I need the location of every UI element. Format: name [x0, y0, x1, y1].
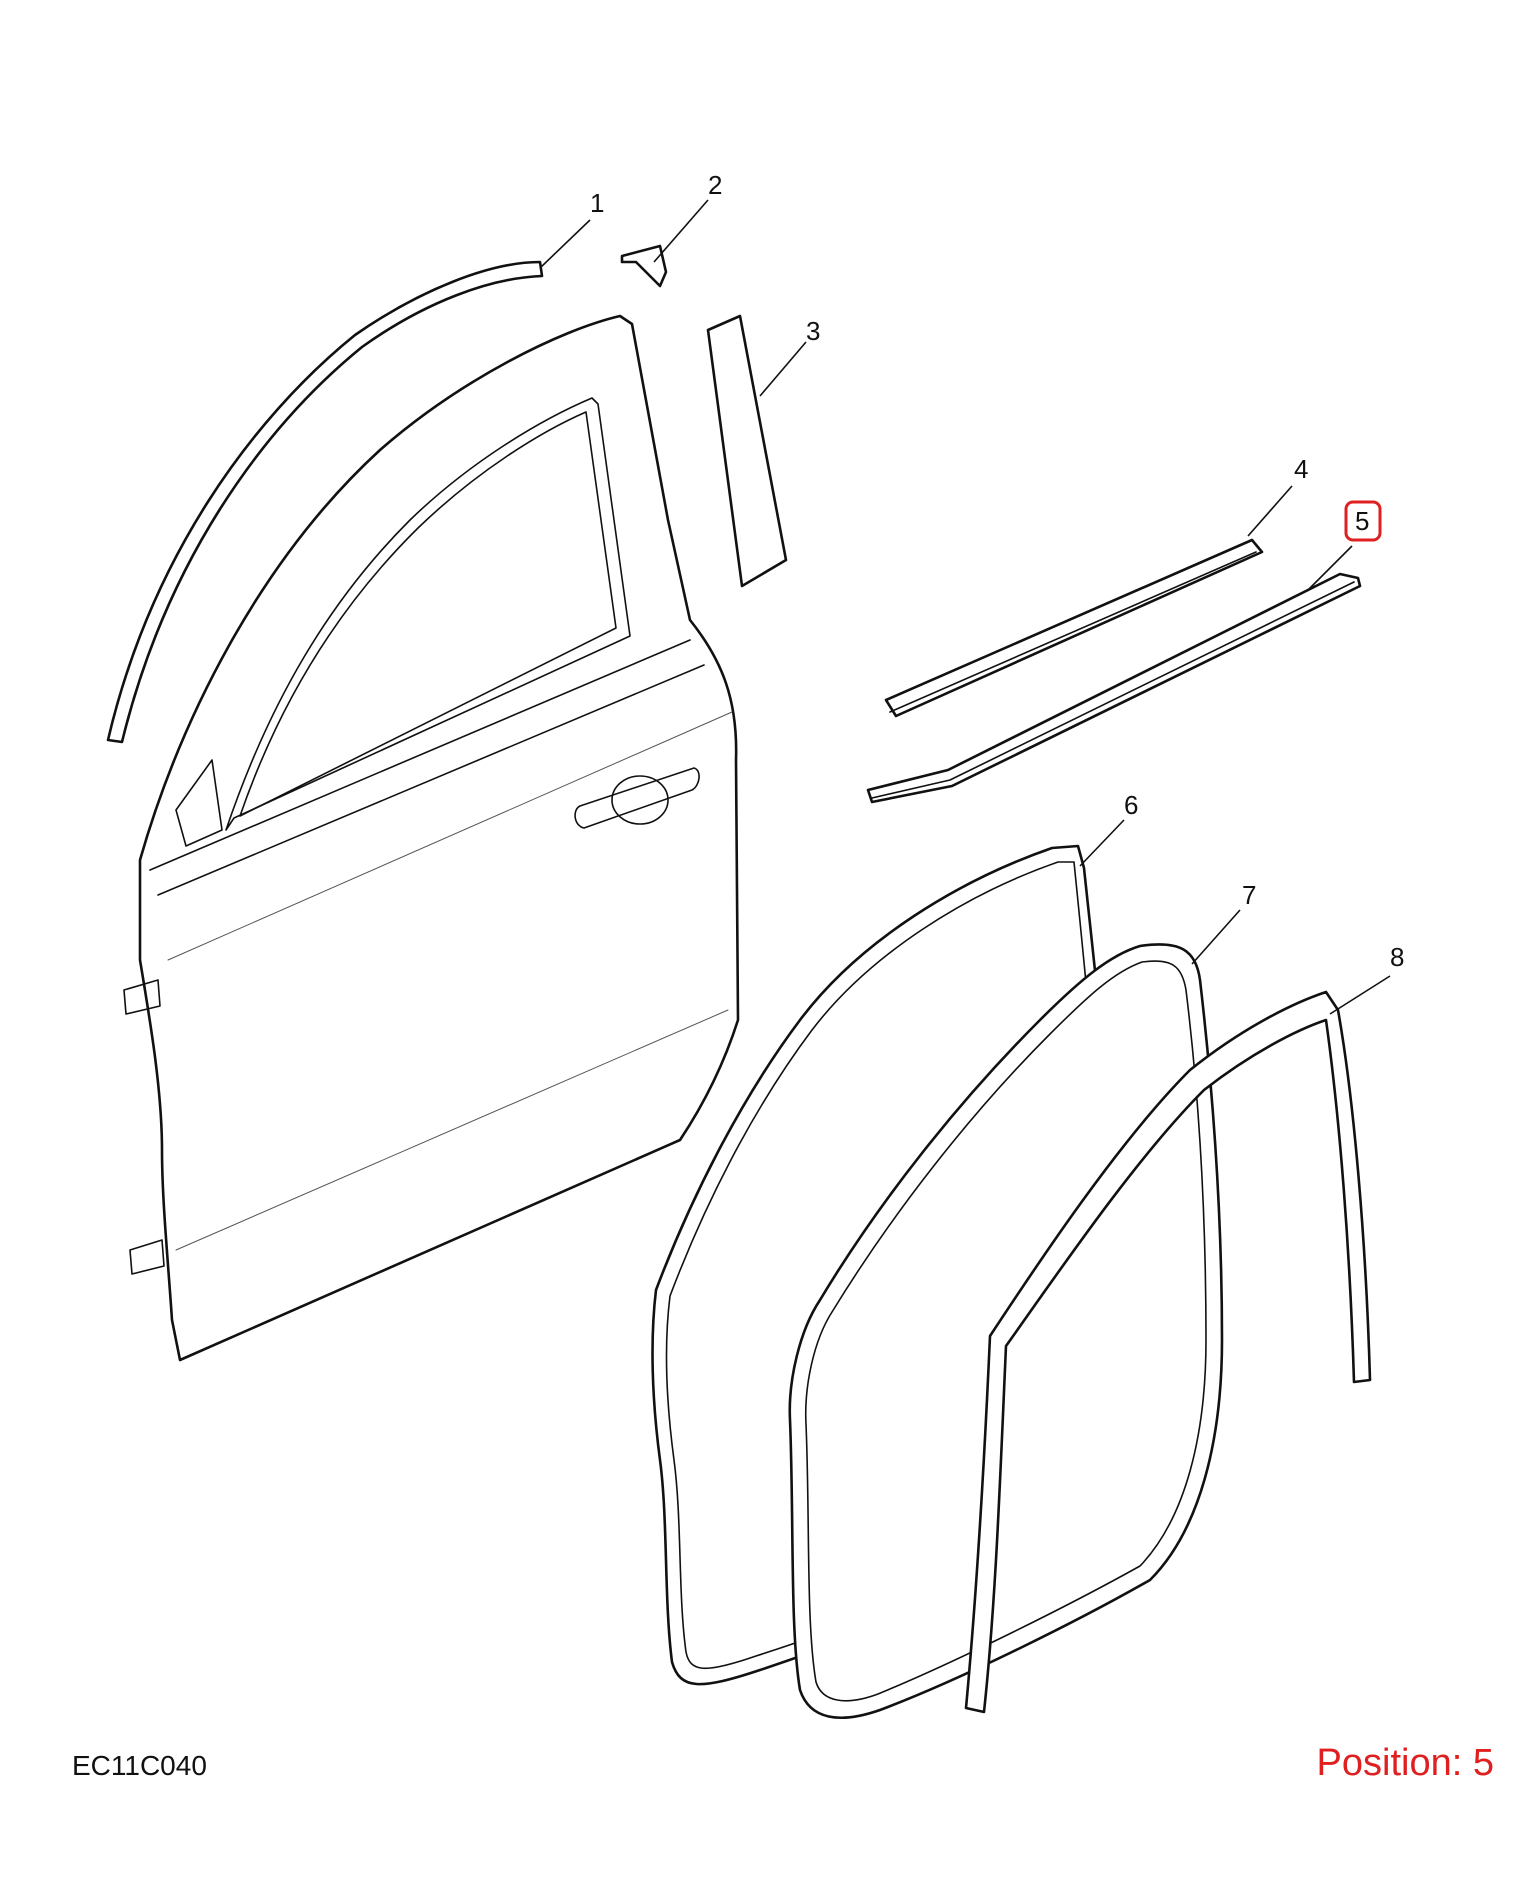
part-5-outer-belt-molding[interactable] — [866, 572, 1362, 804]
callout-8[interactable]: 8 — [1390, 942, 1404, 972]
front-door-panel[interactable] — [123, 314, 740, 1362]
position-indicator: Position: 5 — [1316, 1742, 1494, 1784]
leader-2 — [653, 199, 709, 263]
callout-1[interactable]: 1 — [590, 188, 604, 218]
callout-3[interactable]: 3 — [806, 316, 820, 346]
leader-7 — [1191, 909, 1241, 965]
part-2-bracket[interactable] — [620, 244, 668, 288]
diagram-code: EC11C040 — [72, 1750, 207, 1781]
leader-5 — [1307, 545, 1353, 591]
callout-2[interactable]: 2 — [708, 170, 722, 200]
part-8-glass-run-channel[interactable] — [964, 990, 1372, 1714]
leader-6 — [1079, 819, 1125, 867]
leader-1 — [539, 219, 591, 269]
part-1-frame-molding[interactable] — [106, 260, 544, 744]
callout-5[interactable]: 5 — [1355, 506, 1369, 536]
leader-8 — [1329, 975, 1391, 1015]
part-3-pillar-applique[interactable] — [706, 314, 788, 588]
callout-5-highlight — [1344, 500, 1382, 542]
leader-3 — [759, 341, 807, 397]
part-4-inner-belt-strip[interactable] — [884, 538, 1264, 718]
leader-4 — [1247, 485, 1293, 537]
leader-lines — [539, 199, 1391, 1015]
callout-7[interactable]: 7 — [1242, 880, 1256, 910]
callout-6[interactable]: 6 — [1124, 790, 1138, 820]
callout-4[interactable]: 4 — [1294, 454, 1308, 484]
callout-labels: 1 2 3 4 5 6 7 8 — [590, 170, 1404, 972]
